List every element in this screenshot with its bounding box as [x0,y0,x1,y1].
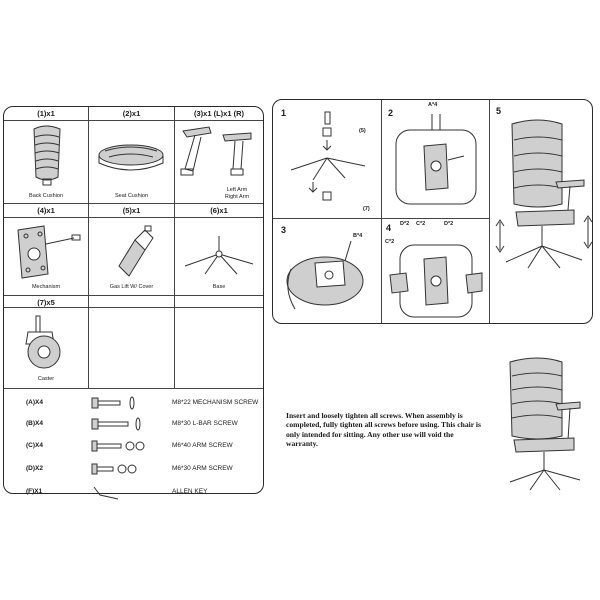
hardware-row: (A)X4 M8*22 MECHANISM SCREW [4,392,263,414]
hardware-ref-label: D*2 [444,221,454,227]
allen-key-icon [93,486,119,500]
bolt-washer-icon [91,396,135,410]
bolt-washers-icon [91,440,145,452]
grid-line [4,217,263,218]
step1-illustration [290,111,366,201]
part-qty: (4)x1 [37,206,55,215]
step3-illustration [286,240,364,310]
part-label: Back Cushion [29,193,63,199]
part-qty: (6)x1 [210,206,228,215]
step-number: 3 [281,225,287,235]
short-bolt-washers-icon [91,463,137,475]
armrest-pair-icon [180,126,252,176]
part-label: Base [212,284,226,290]
grid-line [381,100,382,323]
gas-lift-icon [118,225,154,277]
part-qty: (5)x1 [122,206,141,215]
step-3: 3 B*4 [273,219,381,323]
step-4: 4 D*2 C*2 D*2 C*2 [382,219,489,323]
caster-icon [25,315,61,369]
hardware-desc: M8*22 MECHANISM SCREW [172,399,259,406]
grid-line [4,120,263,121]
hardware-ref-label: C*2 [385,239,395,245]
part-cell-seat-cushion: (2)x1 Seat Cushion [89,107,174,203]
hardware-desc: ALLEN KEY [172,488,208,495]
hardware-desc: M8*30 L-BAR SCREW [172,420,238,427]
part-cell-mechanism: (4)x1 Mechanism [4,204,88,295]
part-cell-back-cushion: (1)x1 Back Cushion [4,107,88,203]
hardware-code: (A)X4 [26,399,43,406]
part-cell-caster: (7)x5 Caster [4,296,88,388]
step-2: 2 A*4 [382,100,489,218]
grid-line [4,388,263,389]
part-qty: (3)x1 (L)x1 (R) [193,109,244,118]
step2-illustration [395,114,477,205]
part-qty: (1)x1 [37,109,55,118]
step-5: 5 [490,100,594,323]
hardware-ref-label: C*2 [416,221,426,227]
step-1: 1 (5) (7) [273,100,381,218]
step4-illustration [389,244,483,318]
hardware-code: (F)X1 [26,488,43,495]
long-bolt-washer-icon [91,417,141,431]
step-number: 1 [281,108,287,118]
part-label: Right Arm [224,194,250,200]
part-cell-base: (6)x1 Base [175,204,263,295]
grid-line [4,203,263,204]
hardware-ref-label: D*2 [400,221,410,227]
seat-cushion-icon [98,144,164,171]
part-cell-arms: (3)x1 (L)x1 (R) Left Arm Right Arm [175,107,263,203]
part-label: Mechanism [31,284,61,290]
hardware-code: (D)X2 [26,465,43,472]
hardware-ref-label: A*4 [428,102,438,108]
grid-line [4,295,263,296]
part-qty: (2)x1 [122,109,141,118]
hardware-row: (C)X4 M6*40 ARM SCREW [4,435,263,457]
step-number: 2 [388,108,394,118]
part-label: Gas Lift W/ Cover [109,284,154,290]
step-number: 4 [386,223,392,233]
steps-panel: 1 (5) (7) 2 A*4 3 B*4 [272,99,593,324]
part-label: Left Arm [226,187,248,193]
grid-line [489,100,490,323]
back-cushion-icon [33,125,61,186]
hardware-row: (B)X4 M8*30 L-BAR SCREW [4,413,263,435]
assembled-chair-icon [509,357,581,491]
grid-line [174,107,175,388]
grid-line [4,307,263,308]
grid-line [88,107,89,388]
hardware-code: (B)X4 [26,420,43,427]
parts-panel: (1)x1 Back Cushion (2)x1 Seat Cushion (3… [3,106,264,500]
part-ref-label: (5) [359,128,366,134]
hardware-code: (C)X4 [26,442,43,449]
part-qty: (7)x5 [37,298,55,307]
part-label: Caster [37,376,55,382]
part-cell-gas-lift: (5)x1 Gas Lift W/ Cover [89,204,174,295]
step-number: 5 [496,106,502,116]
mechanism-icon [17,225,81,279]
hardware-row: (F)X1 ALLEN KEY [4,481,263,503]
assembled-chair-adjust-icon [495,119,593,269]
hardware-desc: M6*40 ARM SCREW [172,442,233,449]
part-ref-label: (7) [363,206,370,212]
hardware-desc: M6*30 ARM SCREW [172,465,233,472]
hardware-row: (D)X2 M6*30 ARM SCREW [4,458,263,480]
base-icon [184,236,254,275]
part-label: Seat Cushion [114,193,149,199]
hardware-ref-label: B*4 [353,233,363,239]
assembly-notice: Insert and loosely tighten all screws. W… [286,411,481,448]
